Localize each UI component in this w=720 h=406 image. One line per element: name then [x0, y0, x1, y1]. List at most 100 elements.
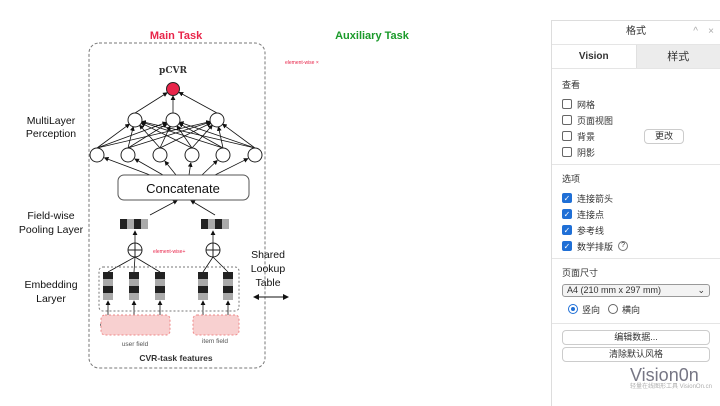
embedding-box[interactable]: [98, 266, 240, 312]
edge-arrow: [178, 91, 218, 114]
concatenate-box[interactable]: [117, 174, 250, 201]
pooled-vector-cell: [215, 219, 222, 229]
radio-label: 竖向: [582, 304, 601, 315]
mlp-label-1: MultiLayer: [27, 115, 76, 127]
collapse-icon[interactable]: ^: [693, 26, 698, 37]
embedding-cell: [129, 279, 139, 286]
checkbox-checked[interactable]: ✓: [562, 241, 572, 251]
pooled-vector-cell: [134, 219, 141, 229]
checkbox-guides[interactable]: ✓参考线: [562, 222, 710, 238]
cvr-features-label: CVR-task features: [139, 353, 212, 363]
neuron-node[interactable]: [209, 112, 225, 128]
checkbox-page-view[interactable]: 页面视图: [562, 112, 710, 128]
sum-icon-cross: [128, 243, 142, 257]
edge-arrow: [134, 158, 164, 176]
neuron-node[interactable]: [89, 147, 105, 163]
view-heading: 查看: [562, 80, 581, 90]
edge-arrow: [140, 122, 193, 149]
shared-label-2: Lookup: [251, 263, 286, 275]
embedding-cell: [103, 279, 113, 286]
checkbox-math[interactable]: ✓ 数学排版?: [562, 238, 710, 254]
edge-line: [202, 256, 214, 273]
edge-arrow: [159, 125, 171, 149]
checkbox-connect-arrows[interactable]: ✓ 连接箭头: [562, 190, 710, 206]
page-size-value: A4 (210 mm x 297 mm): [567, 285, 662, 295]
edge-line: [107, 256, 136, 273]
change-button[interactable]: 更改: [644, 128, 684, 144]
neuron-node[interactable]: [184, 147, 200, 163]
radio-portrait[interactable]: [568, 304, 578, 314]
main-task-box[interactable]: [88, 42, 266, 369]
checkbox-grid[interactable]: 网格: [562, 96, 710, 112]
edge-line: [133, 256, 136, 273]
pooled-vector-cell: [201, 219, 208, 229]
embedding-cell: [155, 272, 165, 279]
mlp-label-2: Perception: [26, 128, 76, 140]
tab-vision[interactable]: Vision: [552, 45, 636, 68]
embedding-cell: [129, 293, 139, 300]
clear-style-button[interactable]: 清除默认风格: [562, 347, 710, 362]
edge-arrow: [149, 200, 178, 216]
embedding-cell: [103, 286, 113, 293]
emb-label-1: Embedding: [24, 279, 77, 291]
neuron-node[interactable]: [127, 112, 143, 128]
page-size-heading: 页面尺寸: [562, 268, 599, 278]
embedding-cell: [198, 272, 208, 279]
edge-arrow: [201, 159, 218, 176]
close-icon[interactable]: ×: [708, 26, 714, 37]
panel-title: 格式: [626, 26, 646, 37]
checkbox-checked[interactable]: ✓: [562, 225, 572, 235]
checkbox-background[interactable]: 背景 更改: [562, 128, 710, 144]
edge-arrow: [127, 121, 212, 149]
tab-style[interactable]: 样式: [635, 45, 720, 68]
help-icon[interactable]: ?: [618, 241, 629, 251]
checkbox-label: 背景: [577, 131, 596, 142]
checkbox[interactable]: [562, 131, 572, 141]
edge-arrow: [178, 121, 256, 149]
edge-arrow: [159, 122, 212, 149]
item-field-box[interactable]: [192, 314, 240, 336]
edge-arrow: [164, 160, 177, 176]
shared-label-1: Shared: [251, 249, 285, 261]
sum-icon-cross: [206, 243, 220, 257]
user-field-box[interactable]: [100, 314, 171, 336]
neuron-node[interactable]: [120, 147, 136, 163]
embedding-cell: [223, 279, 233, 286]
format-panel: 格式 ^ × Vision 样式 查看 网格 页面视图 背景更改 阴影 选项 ✓…: [551, 20, 720, 406]
checkbox[interactable]: [562, 147, 572, 157]
embedding-cell: [129, 272, 139, 279]
embedding-cell: [155, 286, 165, 293]
checkbox-label: 网格: [577, 99, 596, 110]
checkbox-checked[interactable]: ✓: [562, 209, 572, 219]
neuron-node[interactable]: [152, 147, 168, 163]
neuron-node[interactable]: [215, 147, 231, 163]
embedding-cell: [198, 286, 208, 293]
main-task-label: Main Task: [150, 30, 203, 42]
pooled-vector-cell: [208, 219, 215, 229]
shared-label-3: Table: [255, 277, 280, 289]
page-size-select[interactable]: A4 (210 mm x 297 mm) ⌄: [562, 284, 710, 297]
checkbox-label: 数学排版: [577, 241, 614, 252]
emb-label-2: Laryer: [36, 293, 66, 305]
checkbox-shadow[interactable]: 阴影: [562, 144, 710, 160]
edge-line: [134, 256, 161, 273]
checkbox-label: 连接箭头: [577, 193, 614, 204]
embedding-cell: [103, 293, 113, 300]
checkbox-connect-points[interactable]: ✓连接点: [562, 206, 710, 222]
edge-arrow: [134, 92, 168, 114]
radio-label: 横向: [622, 304, 641, 315]
neuron-node[interactable]: [247, 147, 263, 163]
chevron-down-icon: ⌄: [697, 285, 705, 295]
diagram-canvas[interactable]: Main Task Auxiliary Task element-wise × …: [0, 0, 551, 406]
edit-data-button[interactable]: 编辑数据...: [562, 330, 710, 345]
embedding-cell: [198, 293, 208, 300]
radio-landscape[interactable]: [608, 304, 619, 314]
embedding-cell: [223, 286, 233, 293]
neuron-node[interactable]: [165, 112, 181, 128]
checkbox[interactable]: [562, 115, 572, 125]
checkbox-label: 页面视图: [577, 115, 614, 126]
checkbox-checked[interactable]: ✓: [562, 193, 572, 203]
checkbox[interactable]: [562, 99, 572, 109]
edge-arrow: [221, 123, 256, 149]
output-node[interactable]: [166, 82, 180, 96]
